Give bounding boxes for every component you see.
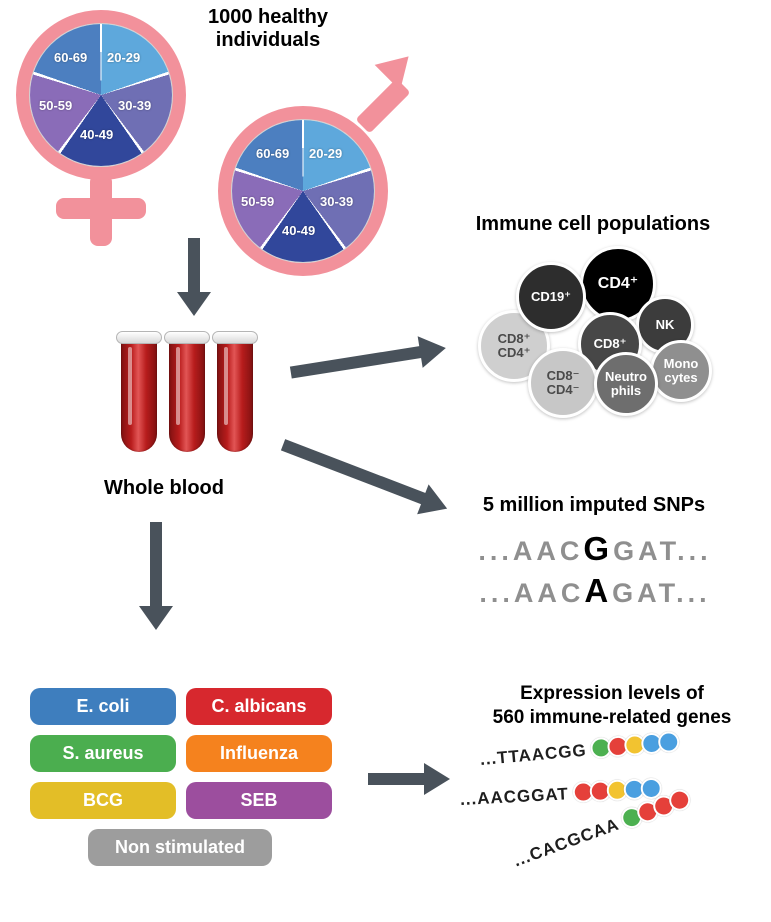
snp-seq-2-variant-allele: A — [584, 572, 613, 609]
pie-slice-label: 30-39 — [320, 194, 354, 209]
arrow-stimuli-to-expression-head — [424, 763, 450, 795]
stimulus-s-aureus: S. aureus — [30, 735, 176, 772]
pie-slice-label: 40-49 — [80, 127, 114, 142]
blood-tube — [116, 331, 162, 455]
snp-seq-1-prefix: ...AAC — [478, 536, 584, 566]
arrow-blood-to-stimuli — [150, 522, 162, 608]
arrow-blood-to-cells-head — [417, 332, 449, 368]
stimulus-e-coli: E. coli — [30, 688, 176, 725]
stimulus-seb: SEB — [186, 782, 332, 819]
snp-seq-1-suffix: GAT... — [613, 536, 712, 566]
blood-tube — [212, 331, 258, 455]
blood-tube-rim — [212, 331, 258, 344]
whole-blood-label: Whole blood — [104, 477, 224, 499]
gene-sequence-text: ...TTAACGG — [479, 740, 588, 769]
blood-tube-rim — [116, 331, 162, 344]
female-symbol: 60-69 20-29 30-39 40-49 50-59 — [16, 10, 186, 180]
blood-tube-highlight — [224, 347, 228, 425]
arrow-stimuli-to-expression — [368, 773, 426, 785]
blood-tube-body — [121, 338, 157, 452]
female-symbol-cross-horizontal — [56, 198, 146, 219]
male-symbol-arrow-head — [374, 43, 422, 91]
pie-slice-label: 20-29 — [107, 50, 141, 65]
snp-sequence-2: ...AACAGAT... — [440, 572, 750, 610]
arrow-blood-to-snps — [280, 439, 428, 505]
arrow-blood-to-stimuli-head — [139, 606, 173, 630]
blood-tube-highlight — [128, 347, 132, 425]
arrow-cohort-to-blood — [188, 238, 200, 294]
cell-monocytes: Mono cytes — [650, 340, 712, 402]
pie-slice-label: 50-59 — [39, 98, 73, 113]
probe-bead — [657, 730, 681, 754]
snp-seq-1-variant-allele: G — [583, 530, 614, 567]
blood-tube-body — [217, 338, 253, 452]
cell-cd8neg-cd4neg: CD8⁻ CD4⁻ — [528, 348, 598, 418]
stimulus-bcg: BCG — [30, 782, 176, 819]
pie-slice-label: 30-39 — [118, 98, 152, 113]
gene-sequence-text: ...CACGCAA — [510, 814, 622, 871]
arrow-blood-to-cells — [289, 345, 426, 379]
blood-tube-rim — [164, 331, 210, 344]
male-age-pie-chart: 60-69 20-29 30-39 40-49 50-59 — [232, 120, 374, 262]
male-symbol: 60-69 20-29 30-39 40-49 50-59 — [218, 106, 388, 276]
blood-tube — [164, 331, 210, 455]
stimulus-influenza: Influenza — [186, 735, 332, 772]
blood-tube-highlight — [176, 347, 180, 425]
pie-slice-label: 20-29 — [309, 146, 343, 161]
snp-seq-2-suffix: GAT... — [612, 578, 711, 608]
female-age-pie-chart: 60-69 20-29 30-39 40-49 50-59 — [30, 24, 172, 166]
expression-sequence-row: ...TTAACGG — [479, 730, 681, 770]
immune-cells-heading: Immune cell populations — [475, 213, 711, 235]
stimulus-non-stimulated: Non stimulated — [88, 829, 272, 866]
pie-slice-label: 50-59 — [241, 194, 275, 209]
cell-neutrophils: Neutro phils — [594, 352, 658, 416]
stimulus-c-albicans: C. albicans — [186, 688, 332, 725]
blood-tube-body — [169, 338, 205, 452]
pie-slice-label: 60-69 — [256, 146, 290, 161]
cohort-heading: 1000 healthy individuals — [207, 6, 329, 51]
gene-sequence-text: ...AACGGAT — [459, 784, 570, 809]
pie-slice-label: 40-49 — [282, 223, 316, 238]
snp-sequence-1: ...AACGGAT... — [440, 530, 750, 568]
expression-heading: Expression levels of 560 immune-related … — [492, 683, 732, 728]
snp-heading: 5 million imputed SNPs — [482, 494, 706, 516]
cell-cd19pos: CD19⁺ — [516, 262, 586, 332]
pie-slice-label: 60-69 — [54, 50, 88, 65]
arrow-cohort-to-blood-head — [177, 292, 211, 316]
snp-seq-2-prefix: ...AAC — [479, 578, 585, 608]
